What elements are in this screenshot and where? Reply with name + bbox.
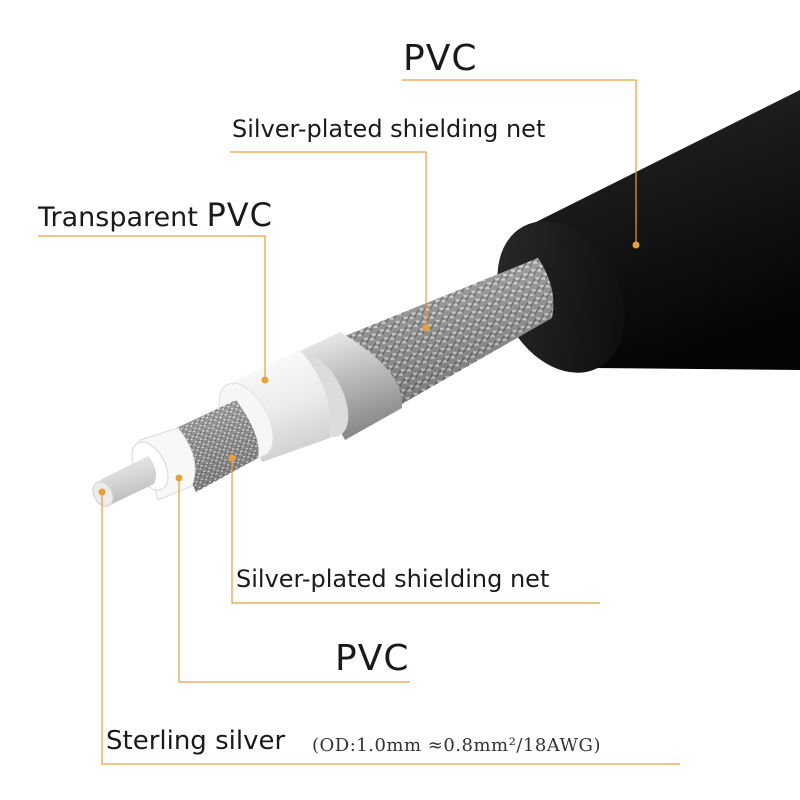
leader-inner-pvc [178, 478, 410, 683]
inner-shield-label: Silver-plated shielding net [236, 565, 550, 593]
foil-sleeve [298, 332, 403, 440]
leader-lines [38, 79, 680, 765]
conductor-wire [100, 456, 156, 506]
outer-jacket-label: PVC [403, 38, 478, 79]
conductor-label: Sterling silver [106, 726, 286, 756]
conductor-spec: (OD:1.0mm ≈0.8mm²/18AWG) [312, 735, 601, 756]
leader-transparent-pvc [38, 235, 266, 380]
inner-pvc-label: PVC [335, 638, 410, 679]
transparent-pvc-label-suffix: PVC [206, 196, 273, 234]
leader-inner-shield [231, 458, 600, 604]
transparent-pvc-label-prefix: Transparent [38, 202, 198, 233]
anchor-dots [98, 241, 640, 496]
outer-jacket-face [497, 221, 625, 373]
leader-outer-shield [230, 151, 427, 328]
leader-outer-jacket [402, 79, 637, 245]
transparent-pvc-label: Transparent PVC [38, 196, 273, 234]
cable-illustration [92, 90, 800, 507]
leader-conductor [101, 492, 680, 765]
outer-shield-label: Silver-plated shielding net [232, 115, 546, 143]
